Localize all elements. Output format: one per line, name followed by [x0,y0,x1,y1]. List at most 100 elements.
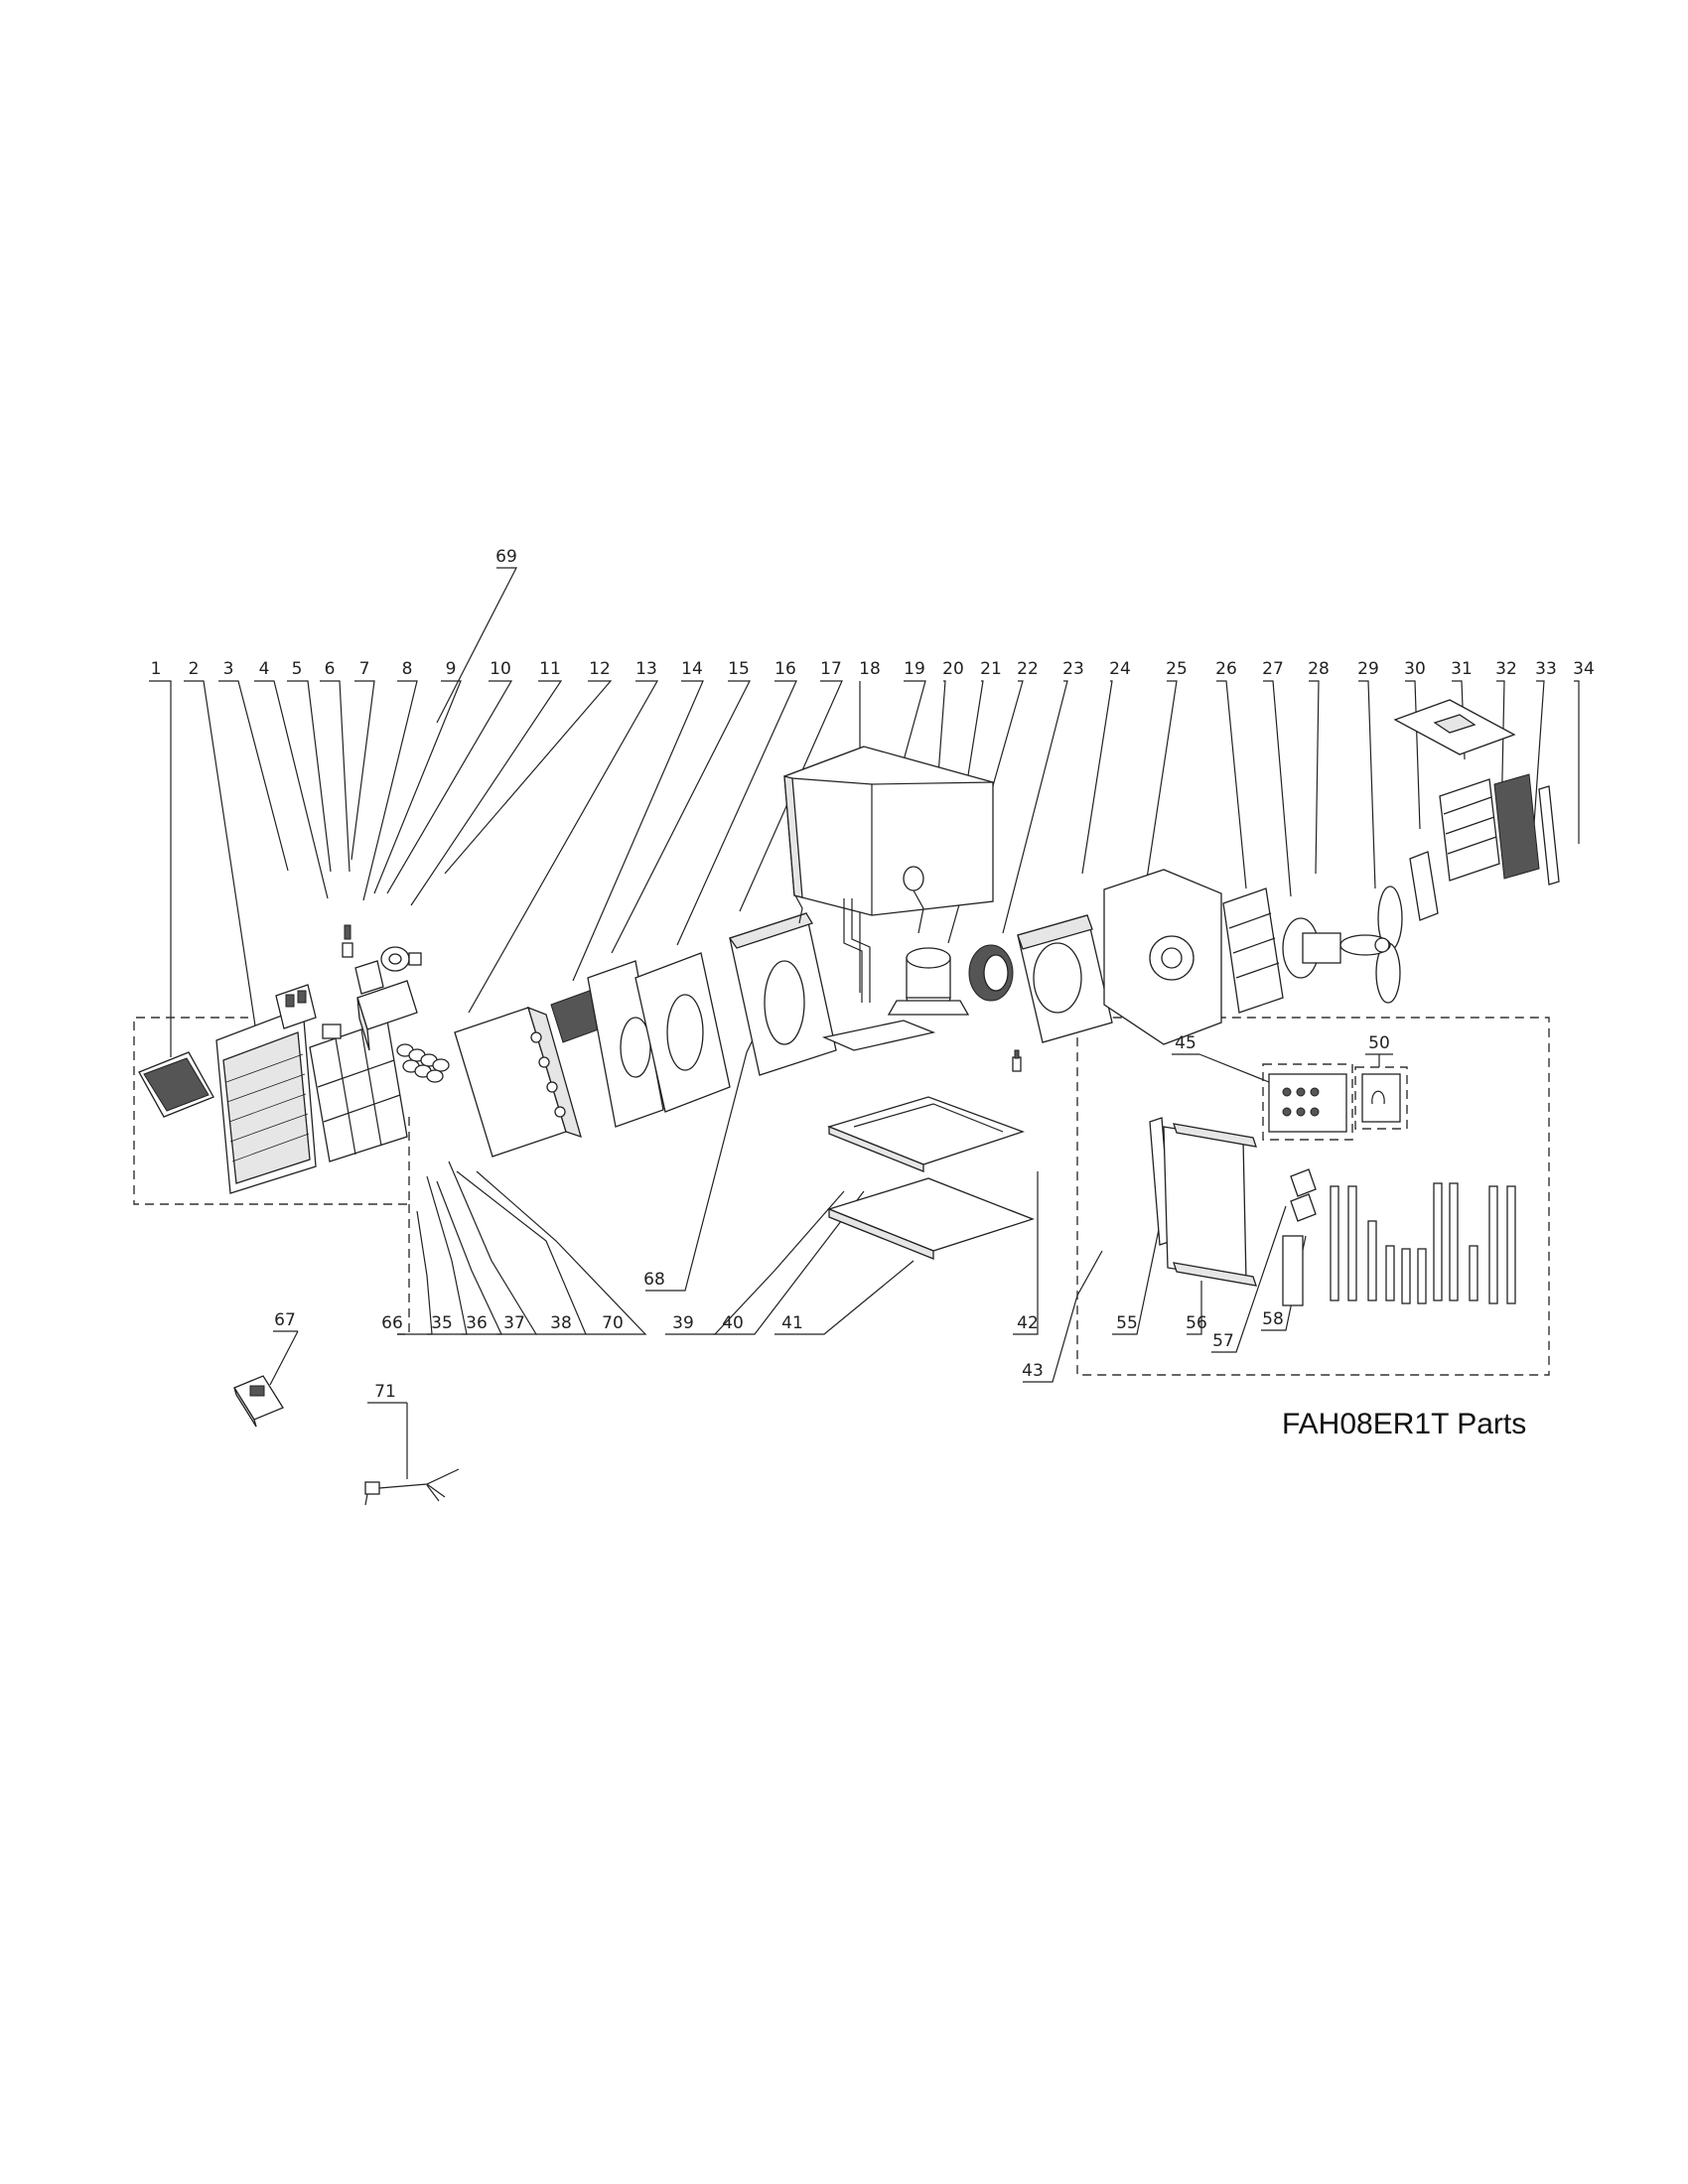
part-30-bracket [1409,851,1439,921]
part-57-brackets [1290,1168,1317,1222]
callout-22: 22 [1017,659,1039,679]
part-24-fan-scroll [1017,914,1113,1043]
part-20-21-valve [903,866,924,934]
part-4-air-filter [309,1020,408,1162]
callout-37: 37 [503,1313,525,1333]
callout-20: 20 [942,659,964,679]
part-29-fan-blade [1339,886,1403,1004]
part-17-fan-housing [728,912,837,1076]
callout-7: 7 [359,659,370,679]
callout-15: 15 [728,659,750,679]
mounting-strips [1330,1182,1516,1304]
part-45-control-board [1268,1073,1347,1133]
callout-57: 57 [1212,1331,1234,1351]
callout-12: 12 [589,659,611,679]
callout-29: 29 [1357,659,1379,679]
part-3-control-knob-panel [275,984,317,1029]
callout-1: 1 [151,659,162,679]
part-27-28-fan-motor [1282,917,1365,979]
part-35-36-thermostat-coil [396,1043,450,1083]
callout-21: 21 [980,659,1002,679]
control-board-box [1262,1063,1353,1141]
callout-66: 66 [381,1313,403,1333]
callout-18: 18 [859,659,881,679]
bottom-callout-labels: 66 35 36 37 38 70 68 39 40 41 42 43 55 5… [381,1270,1284,1381]
callout-16: 16 [774,659,796,679]
callout-13: 13 [635,659,657,679]
part-6-7-switch [342,924,353,958]
callout-19: 19 [904,659,925,679]
part-34-seal [1538,785,1560,886]
front-panel-group-box-leader [397,1204,410,1335]
callout-25: 25 [1166,659,1188,679]
callout-50: 50 [1368,1033,1390,1053]
part-19-cabinet [783,746,994,916]
part-23-blower-wheel [968,944,1014,1002]
part-26-motor-mount [1222,887,1284,1014]
callout-42: 42 [1017,1313,1039,1333]
display-board-box [1354,1066,1408,1130]
callout-26: 26 [1215,659,1237,679]
part-33-condenser-coil [1493,773,1540,880]
callout-23: 23 [1062,659,1084,679]
top-callout-labels: 1 2 3 4 5 6 7 8 9 10 11 12 13 14 15 16 1… [151,659,1595,679]
callout-4: 4 [259,659,270,679]
callout-2: 2 [189,659,200,679]
callout-68: 68 [643,1270,665,1290]
callout-24: 24 [1109,659,1131,679]
callout-58: 58 [1262,1309,1284,1329]
part-18-pipe [843,898,871,1003]
part-68-wire [793,892,803,924]
callout-41: 41 [781,1313,803,1333]
page-title: FAH08ER1T Parts [1282,1408,1527,1440]
part-41-base-pan [827,1177,1035,1260]
callout-70: 70 [602,1313,624,1333]
callout-55: 55 [1116,1313,1138,1333]
callout-33: 33 [1535,659,1557,679]
part-15-evaporator-cover [587,960,664,1128]
callout-71: 71 [374,1382,396,1402]
part-32-condenser [1439,778,1500,882]
part-67-remote-control [233,1375,284,1428]
callout-10: 10 [490,659,511,679]
part-56-accordion-panel [1163,1123,1257,1287]
callout-69: 69 [495,547,517,567]
part-2-front-grille [215,1007,317,1194]
part-39-foam [821,1020,936,1051]
callout-38: 38 [550,1313,572,1333]
part-1-air-louver [138,1051,214,1118]
callout-32: 32 [1495,659,1517,679]
callout-67: 67 [274,1310,296,1330]
part-50-display-board [1361,1073,1401,1123]
callout-11: 11 [539,659,561,679]
callout-35: 35 [431,1313,453,1333]
callout-5: 5 [292,659,303,679]
callout-36: 36 [466,1313,488,1333]
front-panel-group-box [133,1017,410,1205]
callout-39: 39 [672,1313,694,1333]
callout-27: 27 [1262,659,1284,679]
callout-43: 43 [1022,1361,1044,1381]
callout-3: 3 [223,659,234,679]
callout-14: 14 [681,659,703,679]
callout-30: 30 [1404,659,1426,679]
callout-8: 8 [402,659,413,679]
callout-45: 45 [1175,1033,1196,1053]
part-16-partition-plate [634,952,731,1113]
part-58-seal-foam [1282,1235,1304,1306]
part-71-power-cord [364,1468,460,1506]
callout-34: 34 [1573,659,1595,679]
part-5-label [322,1024,342,1039]
other-callout-labels: 69 45 50 67 71 [269,547,1393,1479]
callout-56: 56 [1186,1313,1207,1333]
part-40-drain-pan [827,1096,1025,1172]
callout-17: 17 [820,659,842,679]
part-25-condenser-shroud [1103,869,1222,1045]
part-42-drain-plug [1012,1049,1022,1072]
callout-6: 6 [325,659,336,679]
part-8-9-capacitor [354,946,410,995]
callout-40: 40 [722,1313,744,1333]
part-31-top-cover [1393,699,1516,755]
callout-9: 9 [446,659,457,679]
